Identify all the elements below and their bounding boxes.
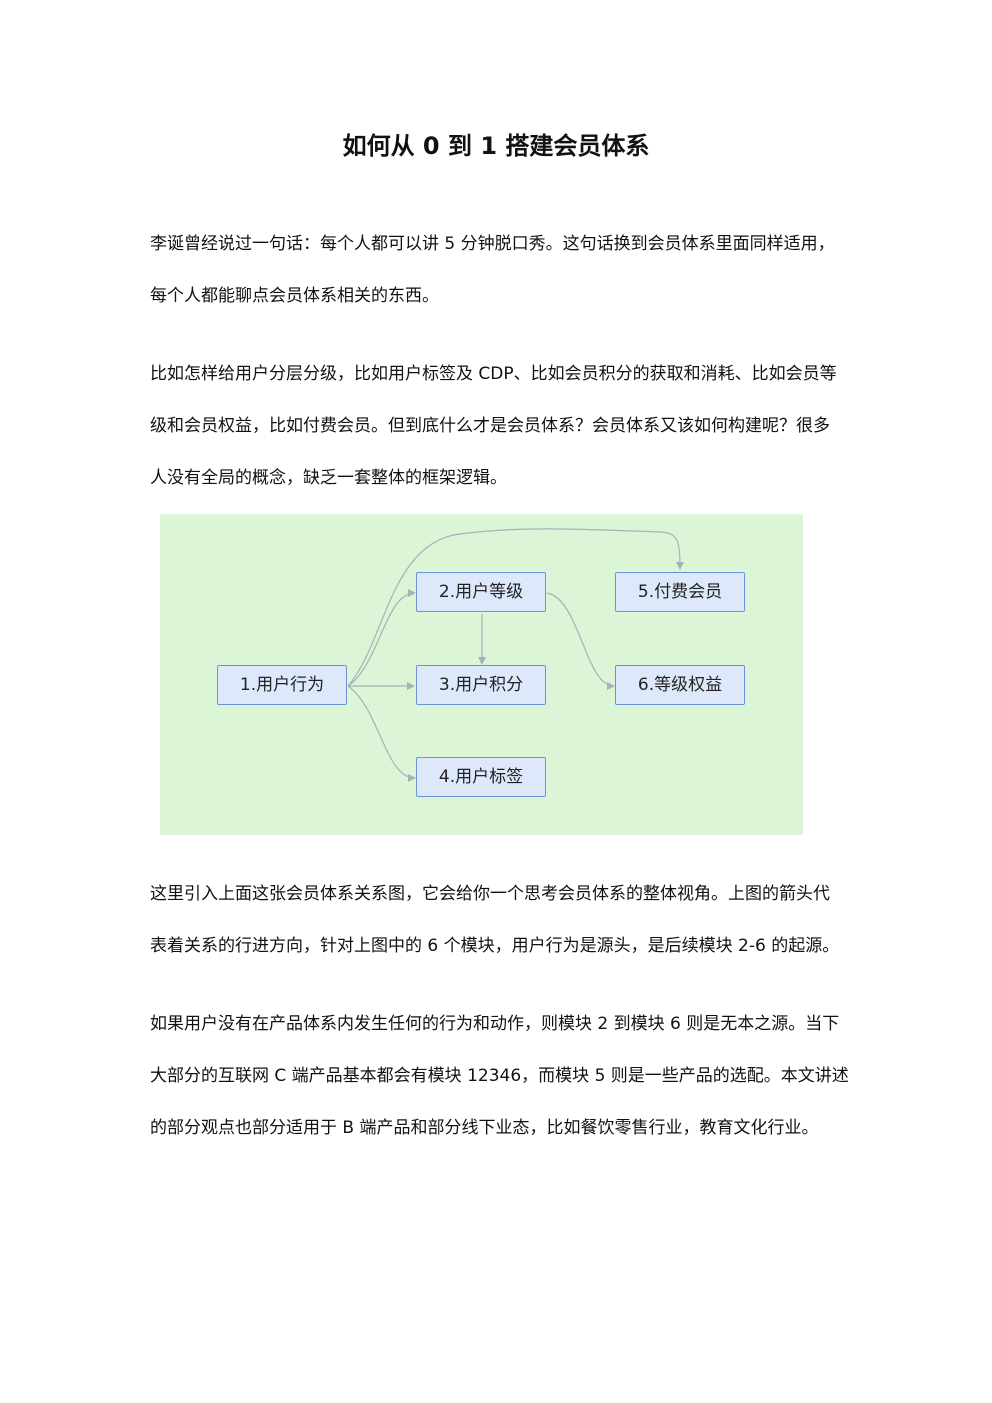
paragraph-line: 级和会员权益，比如付费会员。但到底什么才是会员体系？会员体系又该如何构建呢？很多 [150,416,830,436]
paragraph-line: 如果用户没有在产品体系内发生任何的行为和动作，则模块 2 到模块 6 则是无本之… [150,1014,840,1034]
paragraph-line: 人没有全局的概念，缺乏一套整体的框架逻辑。 [150,468,507,488]
node-paid-membership: 5.付费会员 [615,572,745,612]
edge-2-to-6 [546,592,615,690]
node-user-points: 3.用户积分 [416,665,546,705]
paragraph-line: 表着关系的行进方向，针对上图中的 6 个模块，用户行为是源头，是后续模块 2-6… [150,936,840,956]
node-level-benefits: 6.等级权益 [615,665,745,705]
edge-1-to-4 [347,685,416,782]
node-user-level: 2.用户等级 [416,572,546,612]
node-user-behavior: 1.用户行为 [217,665,347,705]
paragraph-line: 这里引入上面这张会员体系关系图，它会给你一个思考会员体系的整体视角。上图的箭头代 [150,884,830,904]
edge-1-to-2 [347,589,416,687]
membership-relationship-diagram: 1.用户行为 2.用户等级 3.用户积分 4.用户标签 5.付费会员 6.等级权… [160,514,803,835]
paragraph-3: 这里引入上面这张会员体系关系图，它会给你一个思考会员体系的整体视角。上图的箭头代… [150,868,850,972]
paragraph-line: 的部分观点也部分适用于 B 端产品和部分线下业态，比如餐饮零售行业，教育文化行业… [150,1118,819,1138]
edge-1-to-5 [347,528,684,687]
paragraph-line: 每个人都能聊点会员体系相关的东西。 [150,286,439,306]
page-title: 如何从 0 到 1 搭建会员体系 [342,132,650,160]
paragraph-line: 李诞曾经说过一句话：每个人都可以讲 5 分钟脱口秀。这句话换到会员体系里面同样适… [150,234,835,254]
paragraph-line: 比如怎样给用户分层分级，比如用户标签及 CDP、比如会员积分的获取和消耗、比如会… [150,364,837,384]
diagram-edges [347,528,684,782]
paragraph-line: 大部分的互联网 C 端产品基本都会有模块 12346，而模块 5 则是一些产品的… [150,1066,849,1086]
paragraph-2: 比如怎样给用户分层分级，比如用户标签及 CDP、比如会员积分的获取和消耗、比如会… [150,348,850,504]
node-user-tags: 4.用户标签 [416,757,546,797]
paragraph-1: 李诞曾经说过一句话：每个人都可以讲 5 分钟脱口秀。这句话换到会员体系里面同样适… [150,218,850,322]
paragraph-4: 如果用户没有在产品体系内发生任何的行为和动作，则模块 2 到模块 6 则是无本之… [150,998,850,1154]
